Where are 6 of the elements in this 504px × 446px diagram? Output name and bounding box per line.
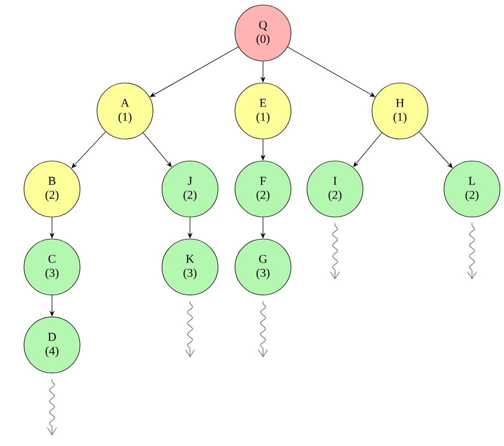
wavy-arrow — [47, 378, 57, 436]
wavy-arrow — [185, 300, 195, 358]
wavy-arrow — [258, 300, 268, 358]
wavy-arrow — [467, 222, 477, 280]
wavy-arrow — [330, 222, 340, 280]
arrow — [287, 46, 376, 97]
